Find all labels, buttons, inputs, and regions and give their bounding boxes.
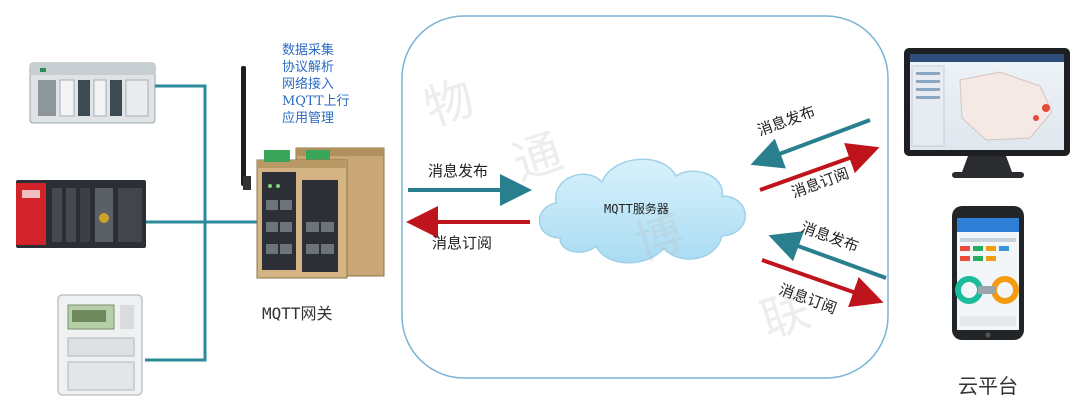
mqtt-broker-boundary: [401, 15, 889, 379]
feature-item: MQTT上行: [282, 94, 350, 109]
cloud-icon: [538, 158, 746, 264]
smartphone-icon: [952, 206, 1024, 340]
gateway-feature-list: 数据采集 协议解析 网络接入 MQTT上行 应用管理: [282, 42, 362, 127]
right-bottom-publish-arrow: [768, 231, 887, 280]
gateway-caption: MQTT网关: [262, 304, 333, 323]
feature-item: 网络接入: [282, 77, 335, 92]
right-bottom-subscribe-arrow: [761, 258, 884, 308]
mqtt-server-label: MQTT服务器: [604, 202, 669, 216]
monitor-icon: [904, 48, 1070, 178]
right-top-publish-arrow: [750, 118, 871, 169]
left-subscribe-label: 消息订阅: [432, 234, 493, 252]
feature-item: 数据采集: [282, 43, 335, 58]
mqtt-gateway-icon: [241, 66, 385, 279]
field-bus-lines: [145, 84, 258, 362]
left-publish-label: 消息发布: [428, 162, 489, 180]
right-top-subscribe-arrow: [759, 143, 880, 192]
plc-device-top-icon: [29, 62, 156, 124]
feature-item: 应用管理: [282, 111, 335, 126]
cloud-platform-caption: 云平台: [958, 374, 1018, 398]
feature-item: 协议解析: [282, 60, 335, 75]
electric-meter-icon: [57, 294, 143, 396]
plc-device-middle-icon: [16, 180, 146, 248]
